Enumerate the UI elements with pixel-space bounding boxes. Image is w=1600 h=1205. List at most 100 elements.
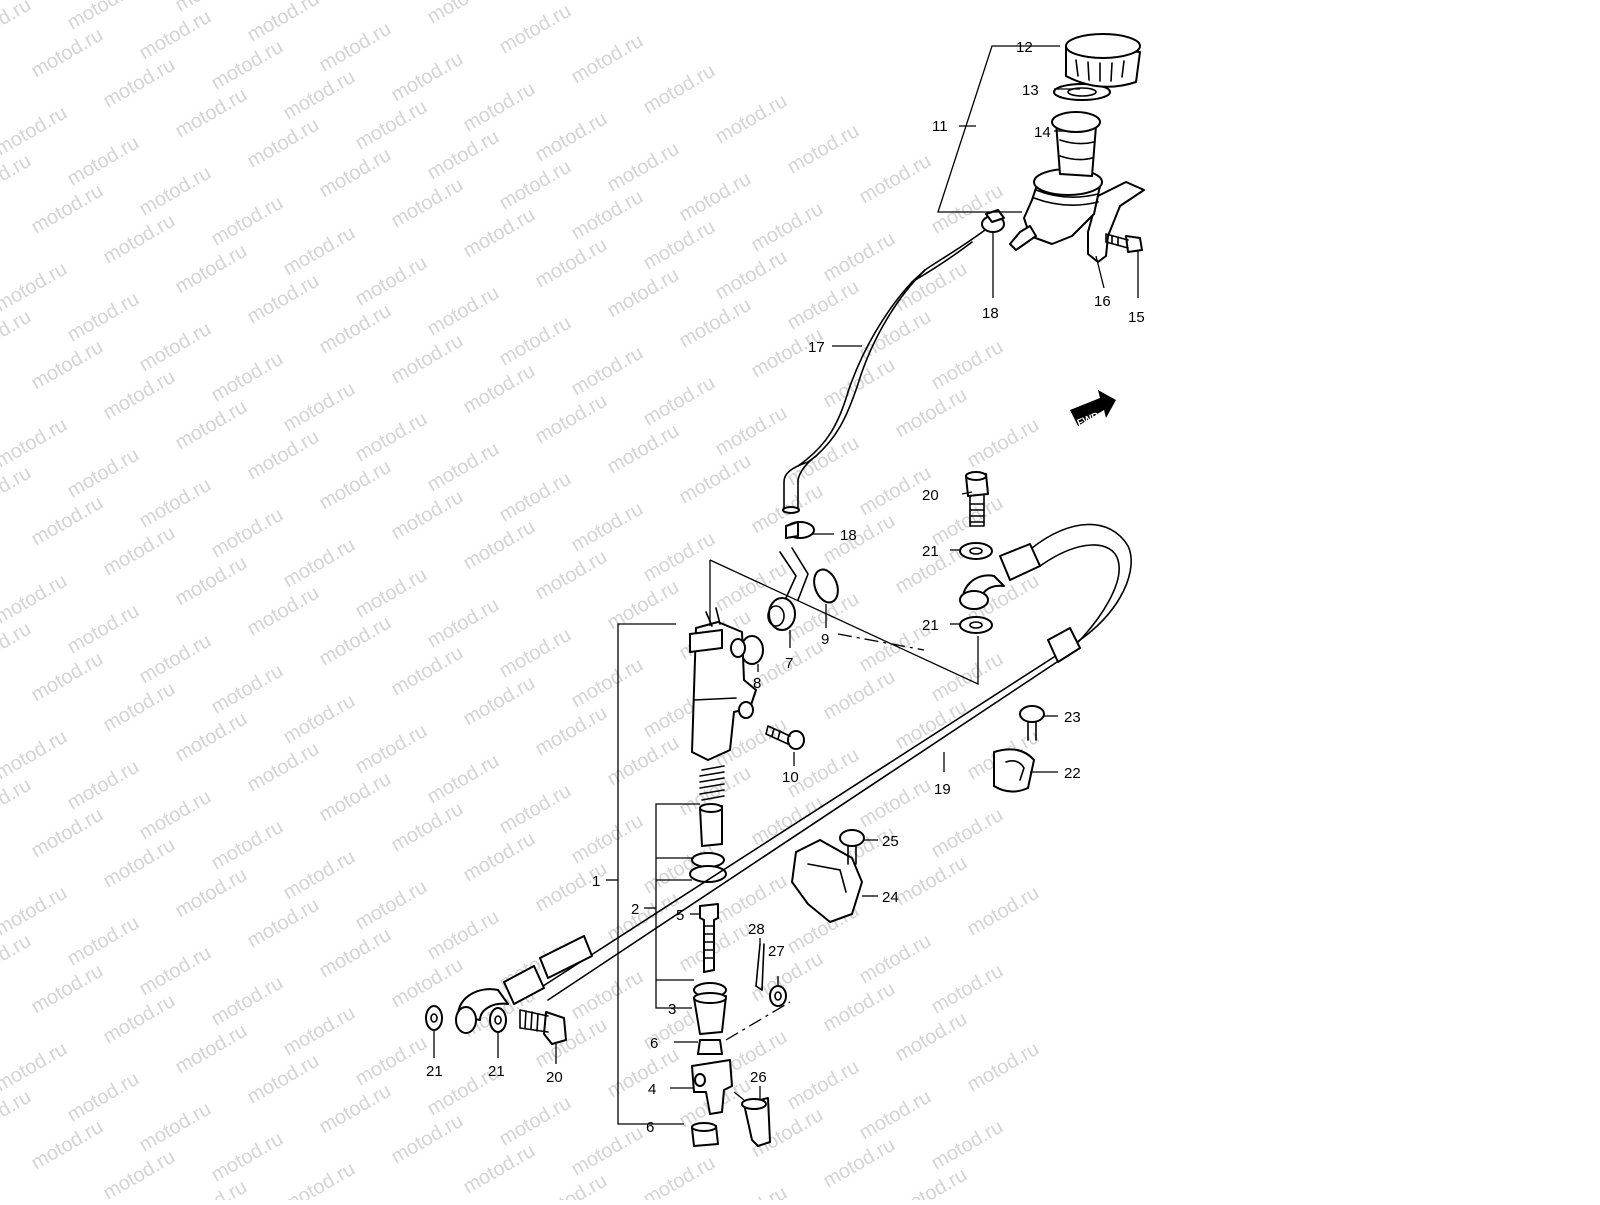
callout-19: 19 (934, 781, 951, 798)
watermark-text: motod.ru (352, 720, 431, 779)
callout-27: 27 (768, 943, 785, 960)
watermark-text: motod.ru (748, 198, 827, 257)
watermark-text: motod.ru (820, 978, 899, 1037)
watermark-text: motod.ru (172, 1176, 251, 1200)
callout-22: 22 (1064, 765, 1081, 782)
watermark-text: motod.ru (460, 828, 539, 887)
watermark-text: motod.ru (532, 1170, 611, 1200)
watermark-text: motod.ru (568, 498, 647, 557)
watermark-text: motod.ru (244, 582, 323, 641)
watermark-text: motod.ru (316, 456, 395, 515)
watermark-text: motod.ru (892, 384, 971, 443)
watermark-text: motod.ru (0, 102, 71, 161)
watermark-text: motod.ru (208, 192, 287, 251)
callout-23: 23 (1064, 709, 1081, 726)
watermark-text: motod.ru (388, 48, 467, 107)
watermark-text: motod.ru (928, 648, 1007, 707)
reservoir-outlet (1009, 225, 1037, 251)
callout-5: 5 (676, 907, 684, 924)
callout-21-lower-b: 21 (488, 1063, 505, 1080)
watermark-text: motod.ru (0, 258, 71, 317)
washer-21-lower-b (489, 1007, 507, 1033)
watermark-text: motod.ru (28, 648, 107, 707)
watermark-text: motod.ru (496, 1092, 575, 1151)
hose-clamp-bottom (785, 521, 815, 539)
watermark-text: motod.ru (28, 24, 107, 83)
watermark-text: motod.ru (208, 36, 287, 95)
cotter-pin (755, 943, 765, 991)
watermark-text: motod.ru (352, 96, 431, 155)
callout-2: 2 (631, 901, 639, 918)
reservoir-hose (782, 229, 986, 514)
watermark-text: motod.ru (496, 0, 575, 58)
watermark-text: motod.ru (64, 600, 143, 659)
watermark-text: motod.ru (820, 228, 899, 287)
watermark-text: motod.ru (784, 120, 863, 179)
watermark-text: motod.ru (64, 0, 143, 34)
watermark-text: motod.ru (712, 90, 791, 149)
watermark-text: motod.ru (892, 852, 971, 911)
watermark-text: motod.ru (604, 138, 683, 197)
watermark-text: motod.ru (676, 918, 755, 977)
master-cylinder (689, 547, 839, 1147)
watermark-text: motod.ru (820, 510, 899, 569)
watermark-text: motod.ru (784, 432, 863, 491)
washer-27 (769, 985, 787, 1007)
watermark-text: motod.ru (604, 732, 683, 791)
reservoir-cap-top (1065, 33, 1141, 59)
callout-21-upper-b: 21 (922, 617, 939, 634)
watermark-text: motod.ru (280, 1158, 359, 1200)
watermark-text: motod.ru (136, 162, 215, 221)
watermark-text: motod.ru (172, 864, 251, 923)
watermark-text: motod.ru (424, 0, 503, 28)
watermark-text: motod.ru (928, 492, 1007, 551)
reservoir-assembly (1009, 33, 1145, 263)
watermark-text: motod.ru (316, 300, 395, 359)
watermark-text: motod.ru (28, 492, 107, 551)
watermark-text: motod.ru (856, 774, 935, 833)
watermark-text: motod.ru (496, 312, 575, 371)
watermark-text: motod.ru (460, 360, 539, 419)
hose-guide-22 (993, 748, 1035, 793)
watermark-text: motod.ru (136, 786, 215, 845)
watermark-text: motod.ru (244, 426, 323, 485)
screw-25 (839, 829, 865, 865)
watermark-text: motod.ru (820, 1134, 899, 1193)
watermark-text: motod.ru (0, 0, 35, 52)
callout-17: 17 (808, 339, 825, 356)
watermark-text: motod.ru (0, 414, 71, 473)
watermark-text: motod.ru (460, 672, 539, 731)
watermark-text: motod.ru (64, 132, 143, 191)
watermark-text: motod.ru (64, 1068, 143, 1127)
watermark-text: motod.ru (316, 144, 395, 203)
watermark-text: motod.ru (208, 1128, 287, 1187)
watermark-text: motod.ru (136, 1098, 215, 1157)
watermark-text: motod.ru (64, 444, 143, 503)
watermark-text: motod.ru (136, 630, 215, 689)
reservoir-bracket (1087, 181, 1145, 263)
watermark-text: motod.ru (928, 960, 1007, 1019)
watermark-text: motod.ru (604, 420, 683, 479)
callout-11: 11 (932, 118, 948, 135)
watermark-text: motod.ru (0, 1038, 71, 1097)
watermark-text: motod.ru (640, 60, 719, 119)
watermark-text: motod.ru (0, 570, 71, 629)
watermark-text: motod.ru (496, 156, 575, 215)
watermark-text: motod.ru (208, 348, 287, 407)
watermark-text: motod.ru (316, 18, 395, 77)
watermark-text: motod.ru (568, 654, 647, 713)
watermark-text: motod.ru (208, 972, 287, 1031)
callout-7: 7 (785, 655, 793, 672)
watermark-text: motod.ru (424, 906, 503, 965)
watermark-text: motod.ru (64, 756, 143, 815)
watermark-text: motod.ru (280, 846, 359, 905)
watermark-text: motod.ru (388, 642, 467, 701)
watermark-text: motod.ru (100, 834, 179, 893)
watermark-text: motod.ru (964, 414, 1043, 473)
watermark-text: motod.ru (424, 594, 503, 653)
locknut-upper (697, 1039, 723, 1055)
watermark-text: motod.ru (172, 708, 251, 767)
callout-4: 4 (648, 1081, 656, 1098)
watermark-text: motod.ru (460, 204, 539, 263)
watermark-text: motod.ru (532, 702, 611, 761)
